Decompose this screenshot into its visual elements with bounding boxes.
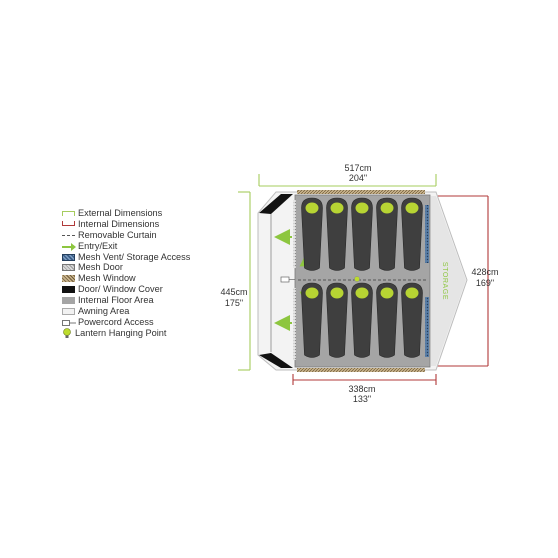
sleeping-bag-head — [380, 287, 394, 299]
sleeping-bag-head — [380, 202, 394, 214]
lantern-point — [354, 276, 360, 282]
mesh-window-bottom — [297, 368, 425, 372]
internal-width-imperial: 133" — [353, 394, 371, 404]
internal-depth-metric: 428cm — [471, 267, 498, 277]
legend-label: Internal Floor Area — [78, 295, 154, 306]
legend-item-door-window-cover: Door/ Window Cover — [62, 284, 242, 295]
sleeping-bag — [376, 282, 398, 358]
sleeping-bag-head — [405, 202, 419, 214]
internal-width-metric: 338cm — [348, 384, 375, 394]
sleeping-bag-head — [330, 287, 344, 299]
external-dimension-lines — [238, 174, 437, 371]
external-width-metric: 517cm — [344, 163, 371, 173]
entry-arrows — [274, 229, 292, 331]
sleeping-bag — [301, 282, 323, 358]
sleeping-bags — [301, 197, 423, 358]
external-dimensions-swatch — [62, 211, 75, 216]
door-window-cover-swatch — [62, 286, 75, 294]
legend-item-awning-area: Awning Area — [62, 306, 242, 317]
external-depth-imperial: 175" — [225, 298, 243, 308]
external-depth-metric: 445cm — [220, 287, 247, 297]
sleeping-bag — [401, 282, 423, 358]
left-door-cover-bottom — [259, 353, 293, 368]
awning-area-swatch — [62, 308, 75, 316]
sleeping-bag — [326, 282, 348, 358]
room-mesh-door-bottom — [293, 288, 296, 360]
room-mesh-door-top — [293, 200, 296, 268]
legend-label: Entry/Exit — [78, 240, 118, 251]
internal-dimensions-swatch — [62, 220, 75, 226]
internal-floor-area-swatch — [62, 297, 75, 305]
sleeping-bag — [351, 282, 373, 358]
legend-label: Powercord Access — [78, 316, 154, 327]
sleeping-bag-head — [305, 287, 319, 299]
sleeping-bag-head — [330, 202, 344, 214]
legend-item-powercord-access: Powercord Access — [62, 317, 242, 328]
legend-label: Mesh Window — [78, 273, 136, 284]
sleeping-bag — [351, 197, 373, 271]
powercord-access-plug-icon — [62, 319, 76, 326]
mesh-window-swatch — [62, 275, 75, 283]
internal-dimension-lines — [292, 195, 489, 385]
legend-label: External Dimensions — [78, 208, 163, 218]
legend-label: Awning Area — [78, 306, 130, 317]
powercord-access — [280, 276, 295, 283]
mesh-vent-swatch — [62, 253, 75, 261]
mesh-door-swatch — [62, 264, 75, 272]
sleeping-bag — [401, 197, 423, 271]
mesh-window-top — [297, 190, 425, 194]
sleeping-bag — [326, 197, 348, 271]
legend-label: Door/ Window Cover — [78, 284, 163, 295]
legend-item-mesh-window: Mesh Window — [62, 273, 242, 284]
internal-depth-imperial: 169" — [476, 278, 494, 288]
sleeping-bag-head — [355, 287, 369, 299]
entry-exit-arrow-icon — [62, 242, 76, 251]
legend-item-lantern-hanging-point: Lantern Hanging Point — [62, 328, 242, 339]
sleeping-bag-head — [355, 202, 369, 214]
sleeping-bag — [301, 197, 323, 271]
sleeping-bag — [376, 197, 398, 271]
legend-label: Mesh Vent/ Storage Access — [78, 251, 191, 262]
legend-item-entry-exit: Entry/Exit — [62, 241, 242, 252]
legend-item-mesh-door: Mesh Door — [62, 262, 242, 273]
storage-label: STORAGE — [441, 262, 448, 300]
legend-item-internal-floor-area: Internal Floor Area — [62, 295, 242, 306]
legend-item-internal-dimensions: Internal Dimensions — [62, 219, 242, 230]
legend-label: Internal Dimensions — [78, 218, 160, 229]
mesh-vent-right-bottom — [425, 297, 429, 357]
legend-label: Mesh Door — [78, 262, 123, 273]
sleeping-bag-head — [405, 287, 419, 299]
legend-item-external-dimensions: External Dimensions — [62, 208, 242, 219]
removable-curtain-swatch — [62, 234, 75, 236]
lantern-hanging-point-bulb-icon — [62, 327, 75, 338]
legend-item-removable-curtain: Removable Curtain — [62, 230, 242, 241]
legend-label: Lantern Hanging Point — [75, 327, 167, 338]
left-door-cover-top — [259, 194, 293, 214]
legend-label: Removable Curtain — [78, 229, 157, 240]
sleeping-bag-head — [305, 202, 319, 214]
storage-area — [431, 196, 466, 366]
mesh-vent-right-top — [425, 205, 429, 263]
external-width-imperial: 204" — [349, 173, 367, 183]
legend-item-mesh-vent: Mesh Vent/ Storage Access — [62, 252, 242, 263]
